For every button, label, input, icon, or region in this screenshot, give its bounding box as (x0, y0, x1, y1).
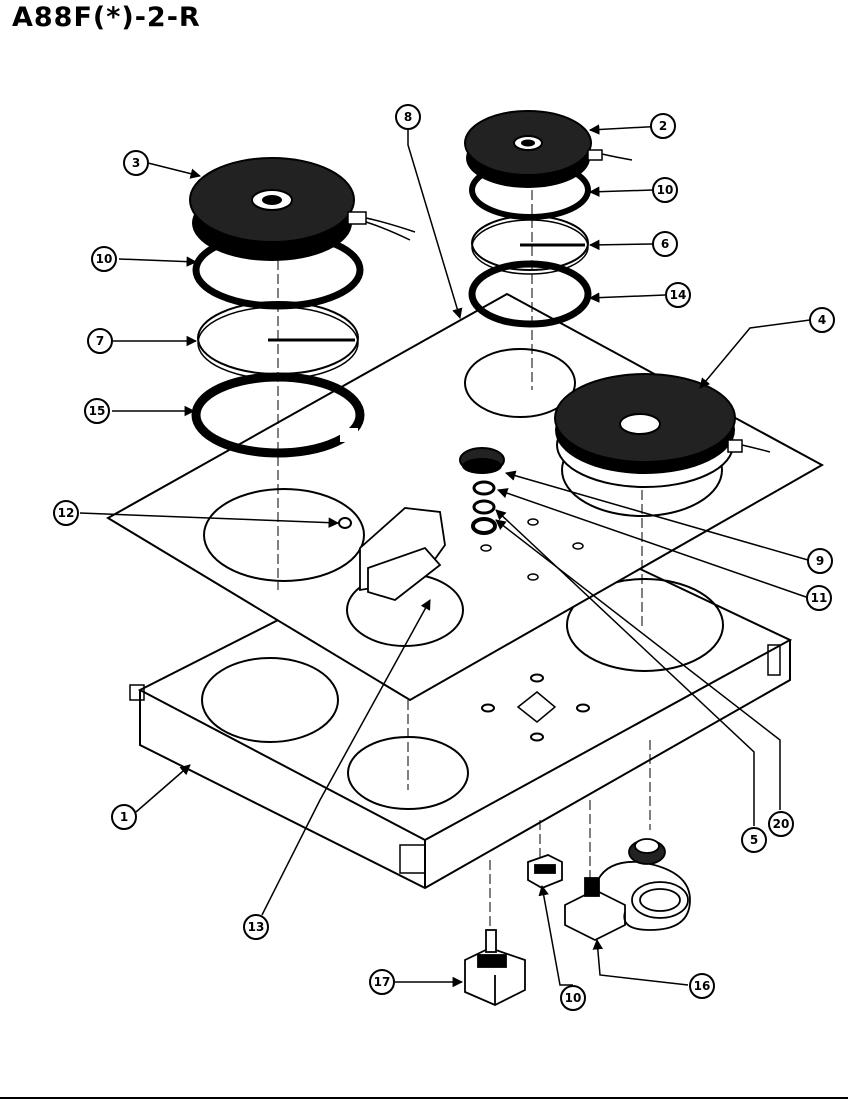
svg-text:10: 10 (96, 252, 113, 266)
svg-text:15: 15 (89, 404, 106, 418)
callout-20: 20 (768, 811, 794, 837)
svg-text:13: 13 (248, 920, 265, 934)
element-3 (189, 157, 416, 261)
callout-12: 12 (53, 500, 79, 526)
callout-10-left-ring: 10 (91, 246, 117, 272)
nut-20 (471, 517, 497, 535)
callout-16: 16 (689, 973, 715, 999)
callout-3: 3 (123, 150, 149, 176)
svg-text:1: 1 (120, 810, 128, 824)
callout-10-right-ring: 10 (652, 177, 678, 203)
element-2 (464, 110, 633, 188)
svg-text:11: 11 (811, 591, 828, 605)
callout-9: 9 (807, 548, 833, 574)
svg-text:17: 17 (374, 975, 391, 989)
callout-7: 7 (87, 328, 113, 354)
cooktop-base-box (129, 503, 793, 890)
callout-2: 2 (650, 113, 676, 139)
ring-15 (191, 372, 365, 458)
callout-4: 4 (809, 307, 835, 333)
svg-text:2: 2 (659, 119, 667, 133)
svg-text:5: 5 (750, 833, 758, 847)
switch-10 (527, 854, 563, 889)
svg-text:3: 3 (132, 156, 140, 170)
control-bracket (359, 507, 446, 601)
screw-12 (338, 517, 352, 529)
nut-11 (472, 480, 496, 496)
callout-10-switch: 10 (560, 985, 586, 1011)
callout-17: 17 (369, 969, 395, 995)
svg-text:10: 10 (657, 183, 674, 197)
callout-13: 13 (243, 914, 269, 940)
element-4 (554, 373, 771, 488)
svg-text:4: 4 (818, 313, 826, 327)
callout-6: 6 (652, 231, 678, 257)
callout-14: 14 (665, 282, 691, 308)
knob-9 (459, 447, 505, 474)
svg-text:9: 9 (816, 554, 824, 568)
svg-text:16: 16 (694, 979, 711, 993)
callout-8: 8 (395, 104, 421, 130)
callout-11: 11 (806, 585, 832, 611)
washer-5 (472, 499, 496, 515)
leader-lines (79, 124, 811, 988)
ring-14 (468, 260, 592, 328)
svg-text:6: 6 (661, 237, 669, 251)
callout-5: 5 (741, 827, 767, 853)
svg-text:20: 20 (773, 817, 790, 831)
svg-text:7: 7 (96, 334, 104, 348)
page-bottom-rule (0, 1097, 848, 1099)
svg-text:14: 14 (670, 288, 687, 302)
svg-text:8: 8 (404, 110, 412, 124)
switch-17 (464, 929, 526, 1006)
callout-15: 15 (84, 398, 110, 424)
callout-1: 1 (111, 804, 137, 830)
svg-text:12: 12 (58, 506, 75, 520)
svg-text:10: 10 (565, 991, 582, 1005)
thermostat-16 (564, 838, 691, 942)
diagram-title: A88F(*)-2-R (12, 2, 201, 33)
